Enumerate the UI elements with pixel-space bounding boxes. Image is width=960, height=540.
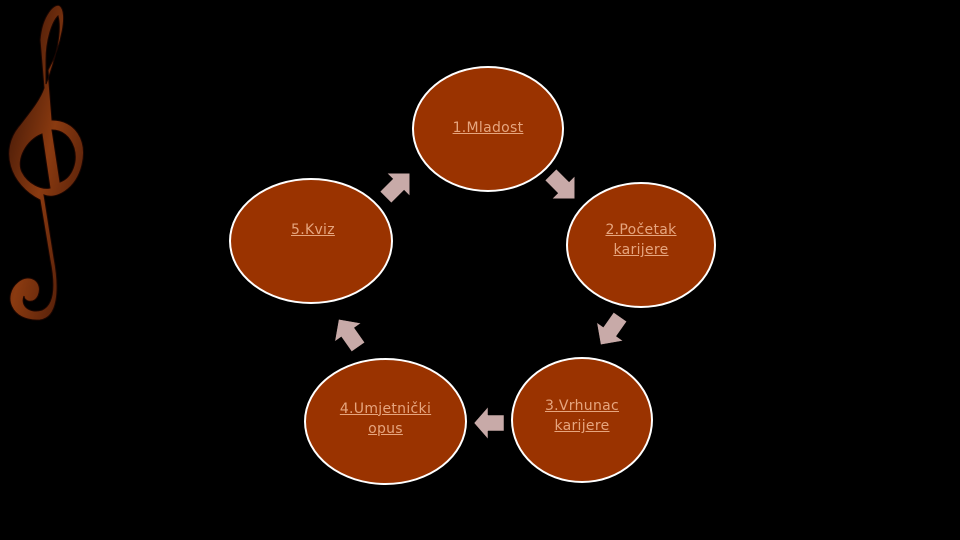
node-kviz[interactable]: 5.Kviz — [229, 178, 393, 304]
arrow-icon — [596, 311, 628, 346]
node-label[interactable]: 5.Kviz — [291, 222, 335, 238]
arrow-icon — [379, 173, 410, 204]
treble-clef-icon — [8, 4, 84, 321]
node-label[interactable]: 3.Vrhunac karijere — [544, 398, 620, 434]
node-pocetak-karijere[interactable]: 2.Početak karijere — [566, 182, 716, 308]
node-label[interactable]: 4.Umjetnički opus — [339, 400, 432, 437]
arrow-icon — [473, 406, 505, 440]
node-vrhunac-karijere[interactable]: 3.Vrhunac karijere — [511, 357, 653, 483]
arrow-icon — [334, 318, 366, 353]
node-label[interactable]: 2.Početak karijere — [605, 222, 677, 258]
node-label[interactable]: 1.Mladost — [452, 120, 524, 136]
node-mladost[interactable]: 1.Mladost — [412, 66, 564, 192]
node-umjetnicki-opus[interactable]: 4.Umjetnički opus — [304, 358, 467, 485]
arrow-icon — [544, 168, 575, 199]
